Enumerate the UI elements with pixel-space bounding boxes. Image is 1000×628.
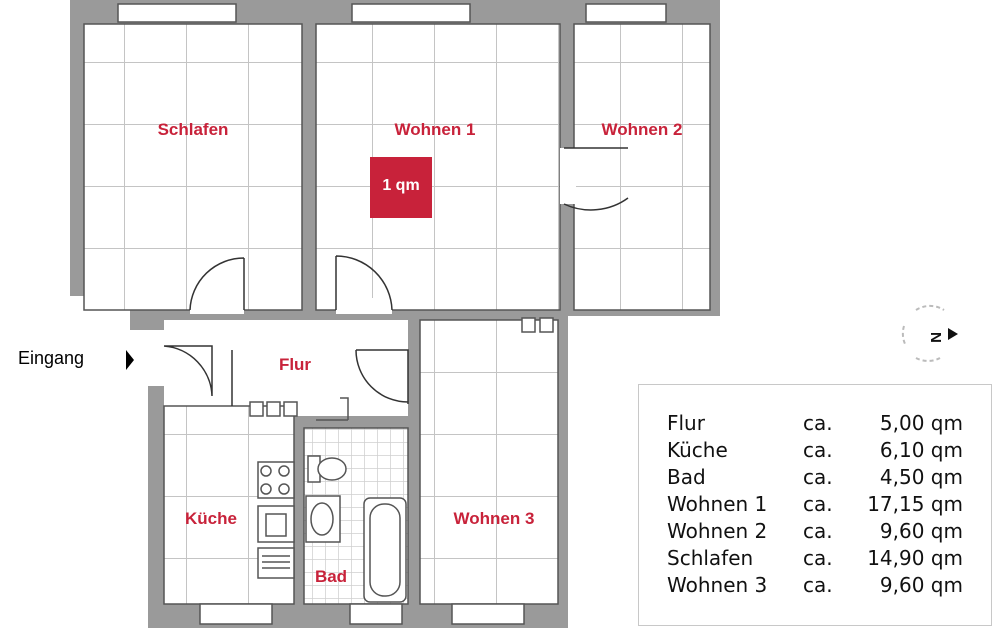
label-wohnen3: Wohnen 3 <box>453 509 535 528</box>
shaft-boxes <box>249 317 554 417</box>
label-kueche: Küche <box>185 509 237 528</box>
label-bad: Bad <box>314 567 348 586</box>
sample-square <box>370 157 432 218</box>
label-wohnen1: Wohnen 1 <box>394 120 476 139</box>
doors <box>163 147 629 406</box>
label-schlafen: Schlafen <box>157 120 229 139</box>
kitchen-units <box>257 461 295 579</box>
compass-letter: N <box>927 332 944 343</box>
label-flur: Flur <box>278 355 312 374</box>
entrance-arrow <box>126 350 134 370</box>
entrance-label: Eingang <box>18 348 85 368</box>
windows <box>117 3 667 625</box>
room-flur <box>164 320 408 416</box>
label-wohnen2: Wohnen 2 <box>601 120 683 139</box>
sample-square-label: 1 qm <box>382 177 420 194</box>
room-entrance <box>148 330 168 386</box>
north-arrow-icon: N <box>896 302 960 366</box>
bath-fixtures <box>305 397 407 603</box>
